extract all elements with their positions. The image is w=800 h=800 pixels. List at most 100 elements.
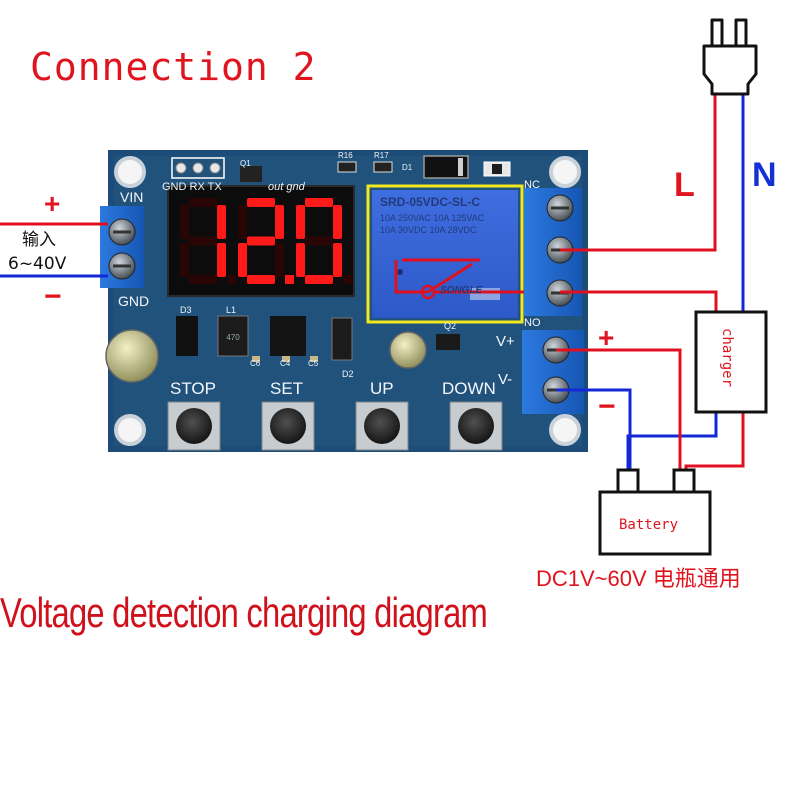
segment-f	[296, 205, 305, 239]
segment-e	[238, 243, 247, 277]
segment-c	[275, 243, 284, 277]
r17-label: R17	[374, 151, 389, 160]
segment-g	[305, 236, 333, 246]
gnd-label: GND	[118, 293, 150, 309]
neutral-label: N	[752, 156, 777, 194]
segment-g	[247, 236, 275, 246]
out-gnd-label: out gnd	[268, 181, 305, 193]
q1-transistor	[240, 166, 262, 182]
relay-rating-1: 10A 250VAC 10A 125VAC	[380, 213, 485, 223]
wiring	[0, 95, 745, 470]
segment-a	[189, 198, 217, 207]
charger-label: charger	[719, 328, 735, 388]
output-minus-sign: −	[598, 390, 616, 423]
vplus-wire	[556, 348, 682, 470]
stop-label: STOP	[170, 379, 216, 398]
button-cap-icon	[364, 408, 400, 444]
relay-brand: SONGLE	[440, 285, 483, 296]
relay-no-wire	[560, 290, 718, 312]
charger-negative-wire	[626, 412, 718, 470]
mount-hole-icon	[114, 414, 146, 446]
button-cap-icon	[270, 408, 306, 444]
d2-label: D2	[342, 369, 354, 379]
battery-voltage-note: DC1V~60V 电瓶通用	[536, 566, 741, 591]
c6-label: C6	[250, 359, 261, 368]
ic-chip	[270, 316, 306, 356]
button-set[interactable]	[261, 401, 315, 451]
r16-resistor	[337, 161, 357, 173]
vminus-wire	[556, 388, 632, 470]
vplus-label: V+	[496, 333, 515, 350]
button-cap-icon	[176, 408, 212, 444]
header-label: GND RX TX	[162, 181, 222, 193]
svg-text:470: 470	[226, 333, 240, 342]
button-down[interactable]	[449, 401, 503, 451]
diagram-title: Connection 2	[30, 45, 317, 89]
segment-b	[217, 205, 226, 239]
decimal-point	[285, 275, 294, 284]
live-label: L	[674, 166, 695, 204]
c5-label: C5	[308, 359, 319, 368]
d2-diode	[331, 317, 353, 361]
l1-inductor	[217, 315, 249, 357]
input-voltage-range: 6~40V	[8, 254, 67, 274]
segment-f	[238, 205, 247, 239]
segment-f	[180, 205, 189, 239]
relay-contact-wire	[394, 260, 428, 294]
relay-highlight	[366, 184, 524, 324]
c4-label: C4	[280, 359, 291, 368]
segment-c	[217, 243, 226, 277]
q2-label: Q2	[444, 321, 457, 331]
input-label-cn: 输入	[22, 230, 56, 250]
charger-positive-wire	[684, 412, 745, 470]
q2-transistor	[436, 334, 460, 350]
l1-label: L1	[226, 305, 237, 315]
capacitor-icon	[389, 331, 427, 369]
nc-label: NC	[524, 179, 540, 191]
decimal-point	[227, 275, 236, 284]
mount-hole-icon	[549, 156, 581, 188]
segment-a	[305, 198, 333, 207]
battery-icon	[598, 468, 712, 556]
c5-capacitor	[310, 356, 318, 362]
decimal-point	[343, 275, 352, 284]
battery-label: Battery	[619, 517, 679, 533]
segment-c	[333, 243, 342, 277]
relay-model: SRD-05VDC-SL-C	[380, 195, 481, 209]
d3-diode	[176, 316, 198, 356]
button-stop[interactable]	[167, 401, 221, 451]
mount-hole-icon	[549, 414, 581, 446]
output-plus-sign: +	[598, 322, 615, 353]
relay-switch-overlay	[394, 258, 524, 300]
charger-box	[694, 310, 768, 414]
segment-g	[189, 236, 217, 246]
relay	[366, 184, 524, 324]
serial-header	[171, 157, 225, 179]
button-cap-icon	[458, 408, 494, 444]
q1-label: Q1	[240, 159, 251, 168]
segment-e	[180, 243, 189, 277]
segment-b	[333, 205, 342, 239]
mains-live-wire	[560, 95, 717, 252]
segment-d	[189, 275, 217, 284]
segment-a	[247, 198, 275, 207]
vminus-label: V-	[498, 371, 513, 388]
segment-b	[275, 205, 284, 239]
mount-hole-icon	[114, 156, 146, 188]
d1-diode	[423, 155, 469, 179]
segment-d	[305, 275, 333, 284]
d3-label: D3	[180, 305, 192, 315]
button-row	[167, 401, 503, 451]
d1-label: D1	[402, 163, 413, 172]
capacitor-icon	[105, 329, 159, 383]
display-digits	[180, 198, 352, 284]
set-label: SET	[270, 379, 304, 398]
button-up[interactable]	[355, 401, 409, 451]
c4-capacitor	[282, 356, 290, 362]
relay-switch-arm	[427, 262, 473, 294]
no-label: NO	[524, 317, 541, 329]
segment-e	[296, 243, 305, 277]
c6-capacitor	[252, 356, 260, 362]
relay-rating-2: 10A 30VDC 10A 28VDC	[380, 225, 477, 235]
diagram-caption: Voltage detection charging diagram	[0, 589, 488, 636]
